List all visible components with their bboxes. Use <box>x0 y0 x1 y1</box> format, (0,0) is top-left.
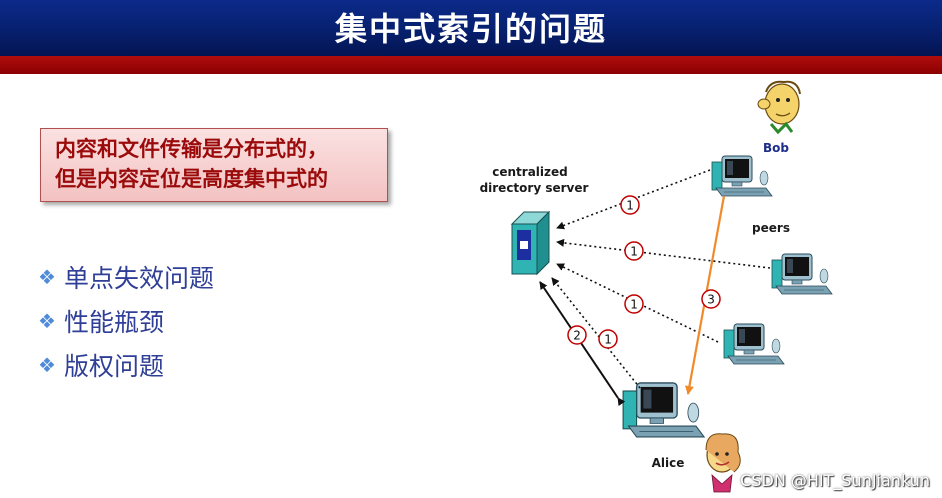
step-number: 2 <box>573 329 581 343</box>
slide-title: 集中式索引的问题 <box>0 4 942 50</box>
bullet-text: 版权问题 <box>64 347 164 383</box>
callout-line-2: 但是内容定位是高度集中式的 <box>55 164 387 194</box>
step-1-circle: 1 <box>625 295 643 313</box>
diamond-bullet-icon: ❖ <box>38 353 64 377</box>
alice-query-arrow <box>552 278 640 388</box>
diamond-bullet-icon: ❖ <box>38 309 64 333</box>
bob-label: Bob <box>763 141 789 155</box>
bullet-list: ❖ 单点失效问题 ❖ 性能瓶颈 ❖ 版权问题 <box>38 255 214 387</box>
alice-label: Alice <box>652 456 685 470</box>
directory-server-icon <box>512 212 549 274</box>
step-number: 3 <box>707 293 715 307</box>
peers-label: peers <box>752 221 790 235</box>
bullet-text: 性能瓶颈 <box>64 303 164 339</box>
server-label-line2: directory server <box>480 181 589 195</box>
alice-computer-icon <box>623 383 704 437</box>
step-number: 1 <box>626 199 634 213</box>
step-1-circle: 1 <box>599 330 617 348</box>
title-bar: 集中式索引的问题 <box>0 0 942 56</box>
bullet-item: ❖ 性能瓶颈 <box>38 299 214 343</box>
step-2-circle: 2 <box>568 326 586 344</box>
peer-computer-icon <box>724 324 784 364</box>
bob-avatar-icon <box>758 82 800 132</box>
alice-avatar-icon <box>706 434 740 492</box>
bullet-item: ❖ 单点失效问题 <box>38 255 214 299</box>
diamond-bullet-icon: ❖ <box>38 265 64 289</box>
step-1-circle: 1 <box>625 242 643 260</box>
bullet-item: ❖ 版权问题 <box>38 343 214 387</box>
query-arrow <box>557 242 770 268</box>
server-label-line1: centralized <box>492 165 568 179</box>
bullet-text: 单点失效问题 <box>64 259 214 295</box>
title-stripe <box>0 56 942 74</box>
callout-box: 内容和文件传输是分布式的， 但是内容定位是高度集中式的 <box>40 128 388 202</box>
step-3-circle: 3 <box>702 290 720 308</box>
step-number: 1 <box>630 245 638 259</box>
p2p-centralized-diagram: centralized directory server 1 1 1 1 2 3 <box>440 75 940 498</box>
step-number: 1 <box>630 298 638 312</box>
step-1-circle: 1 <box>621 196 639 214</box>
callout-line-1: 内容和文件传输是分布式的， <box>55 134 387 164</box>
step-number: 1 <box>604 333 612 347</box>
peer-computer-icon <box>772 254 832 294</box>
watermark: CSDN @HIT_SunJiankun <box>740 471 930 490</box>
peer-computer-icon <box>712 156 772 196</box>
